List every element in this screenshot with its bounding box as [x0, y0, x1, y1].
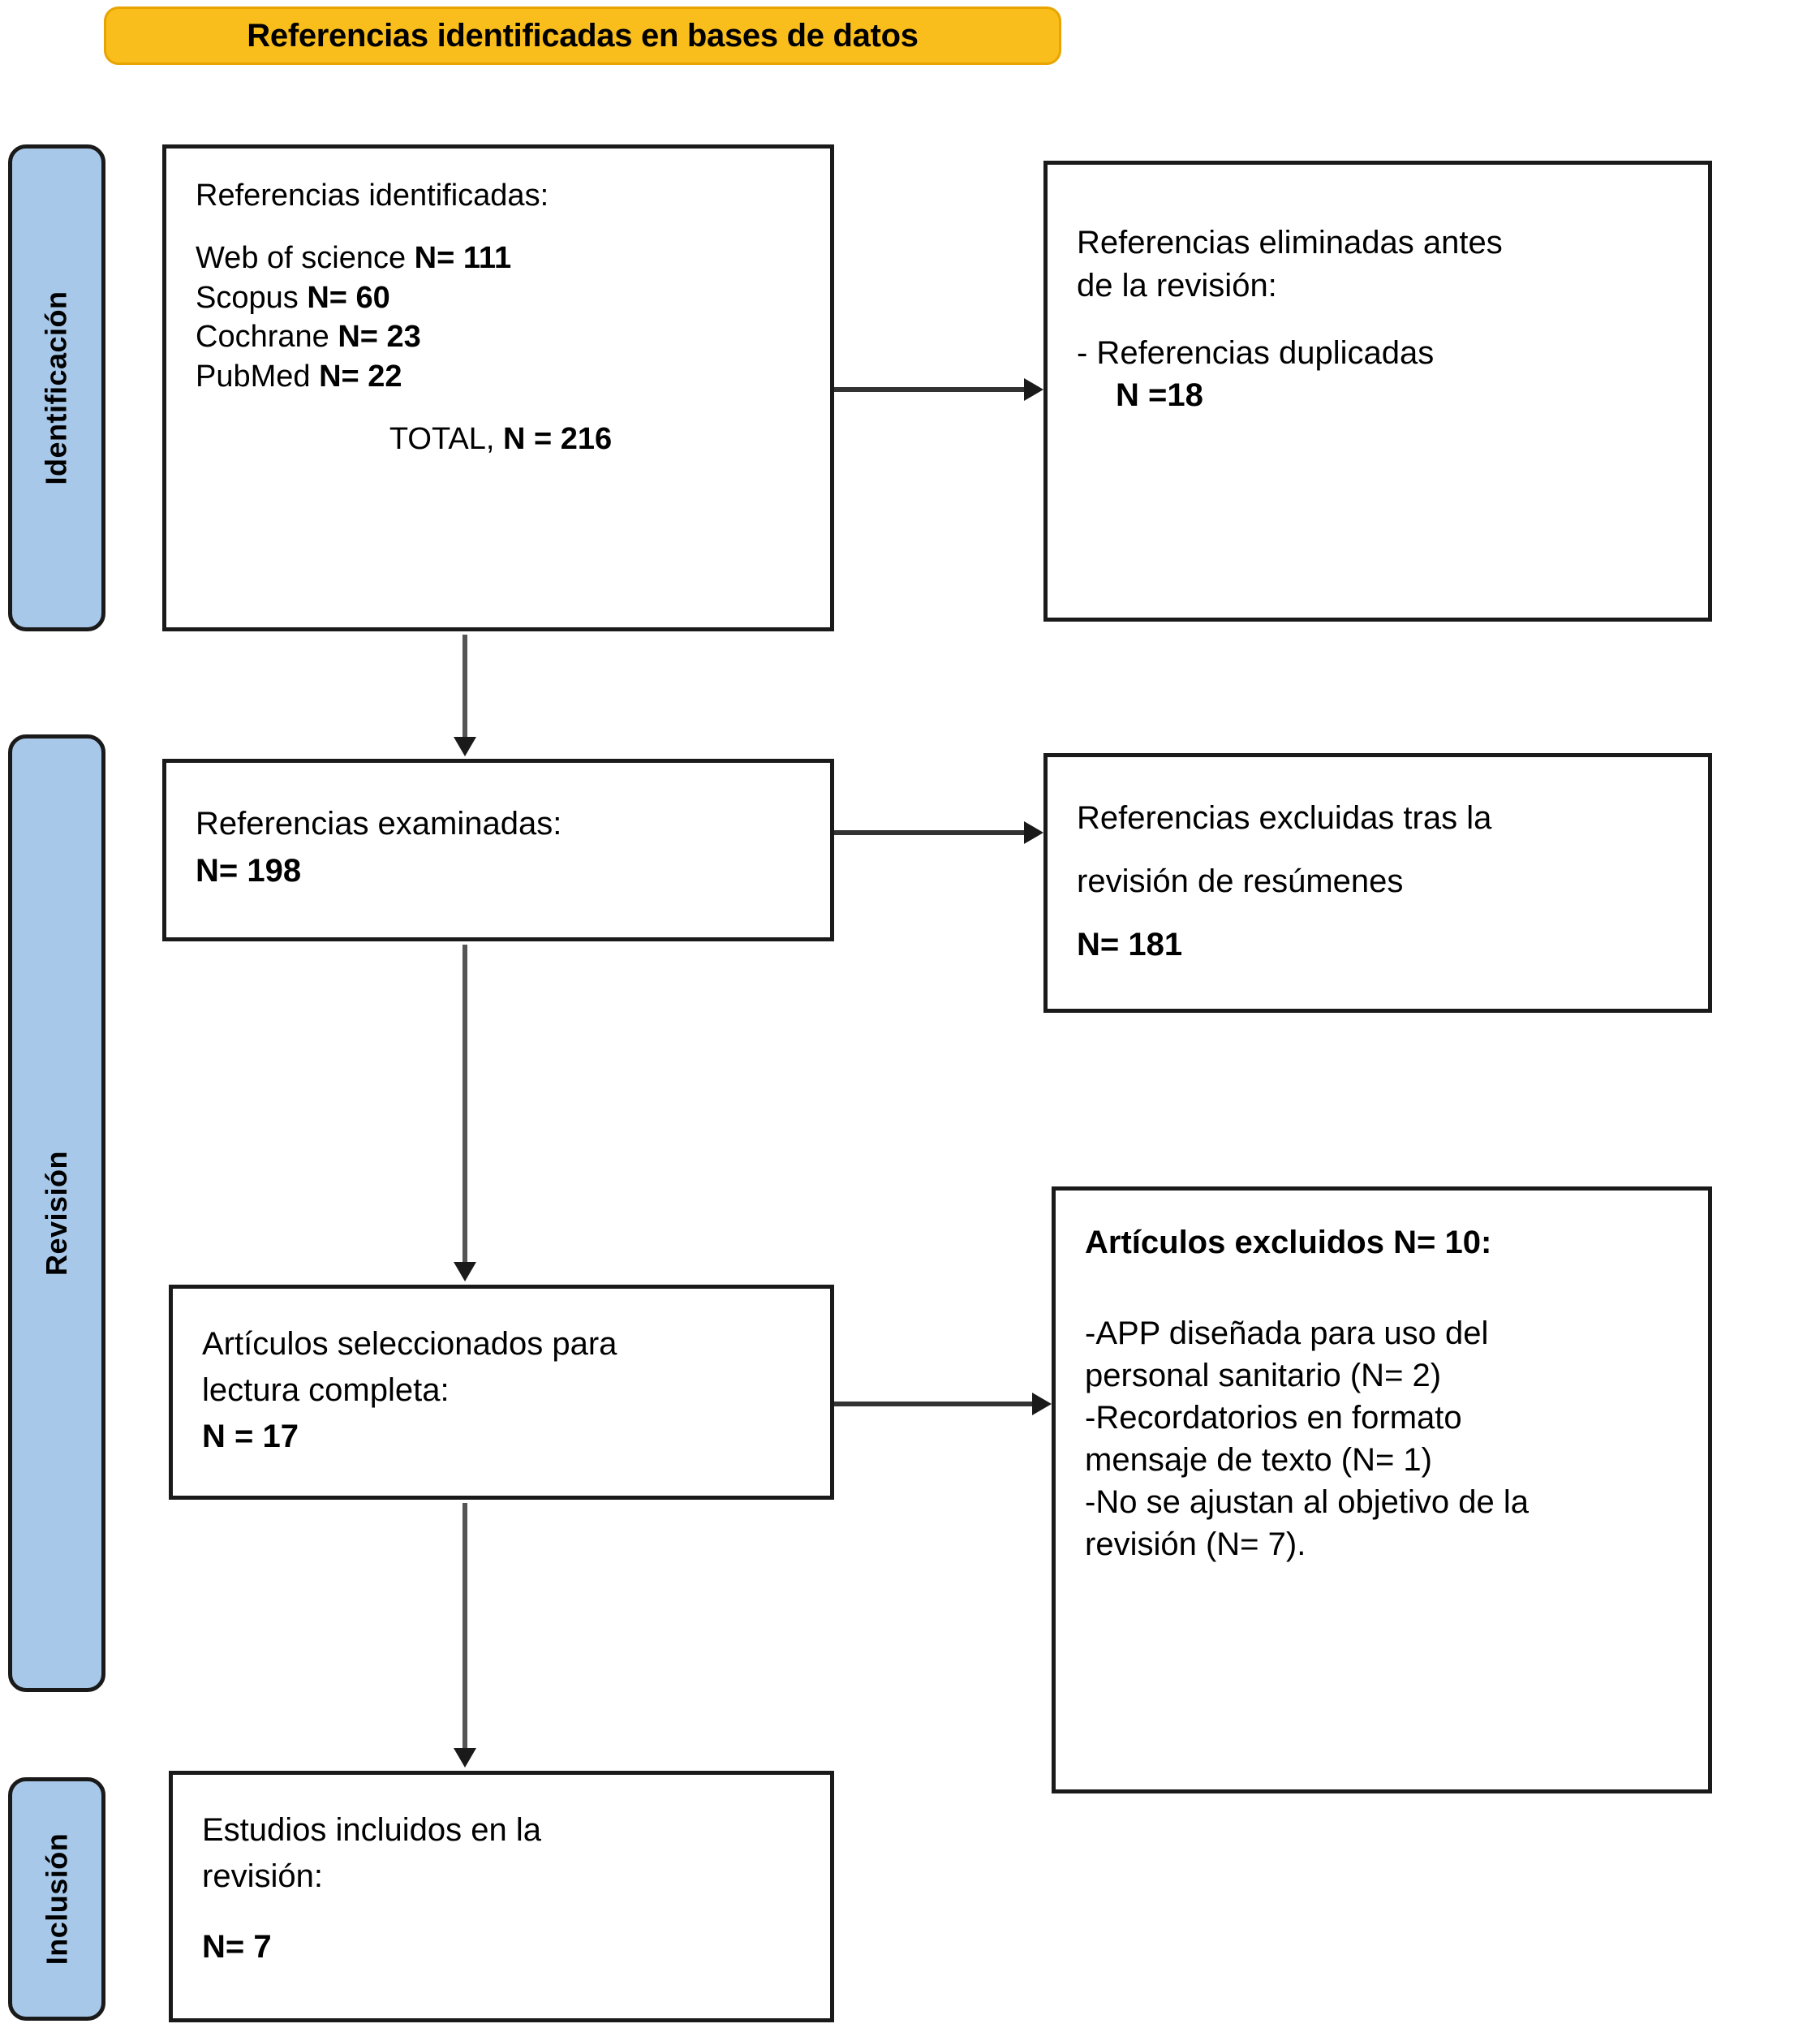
arrow-shaft [834, 1402, 1035, 1406]
source-name-cochrane: Cochrane [196, 320, 329, 355]
removed-reason: - Referencias duplicadas [1077, 334, 1435, 371]
arrow-shaft [463, 945, 467, 1265]
box-references-identified: Referencias identificadas: Web of scienc… [162, 144, 834, 631]
arrow-shaft [463, 1503, 467, 1751]
excluded-art-heading: Artículos excluidos N= 10: [1085, 1225, 1492, 1260]
box-references-excluded-after-abstract: Referencias excluidas tras la revisión d… [1043, 753, 1712, 1013]
screened-n: N= 198 [196, 853, 302, 889]
header-banner [104, 6, 1061, 65]
phase-tab-inclusion: Inclusión [8, 1777, 105, 2021]
phase-label-inclusion: Inclusión [40, 1832, 74, 1966]
identified-source-row: Scopus N= 60 [196, 278, 806, 318]
removed-line-1: Referencias eliminadas antes [1077, 225, 1503, 261]
phase-tab-revision: Revisión [8, 734, 105, 1692]
source-name-scopus: Scopus [196, 280, 299, 315]
box-articles-selected-fulltext: Artículos seleccionados para lectura com… [169, 1285, 834, 1500]
excluded-art-reason-line: personal sanitario (N= 2) [1085, 1358, 1442, 1393]
box-studies-included: Estudios incluidos en la revisión: N= 7 [169, 1771, 834, 2022]
excluded-art-reason-line: -No se ajustan al objetivo de la [1085, 1484, 1529, 1520]
source-n-scopus: N= 60 [307, 280, 390, 315]
excluded-art-reason-line: revisión (N= 7). [1085, 1526, 1306, 1562]
source-n-cochrane: N= 23 [338, 320, 421, 355]
included-line-1: Estudios incluidos en la [202, 1812, 542, 1848]
arrow-head-icon [454, 737, 476, 756]
arrow-head-icon [454, 1262, 476, 1281]
source-name-web-of-science: Web of science [196, 241, 407, 276]
included-n: N= 7 [202, 1928, 272, 1965]
identified-source-row: PubMed N= 22 [196, 357, 806, 397]
arrow-shaft [834, 387, 1027, 392]
removed-line-2: de la revisión: [1077, 267, 1277, 304]
phase-label-identificacion: Identificación [40, 291, 73, 485]
arrow-head-icon [1024, 821, 1043, 844]
phase-tab-identificacion: Identificación [8, 144, 105, 631]
arrow-head-icon [1032, 1393, 1052, 1415]
identified-total-prefix: TOTAL, [389, 422, 495, 457]
phase-label-revision: Revisión [40, 1150, 74, 1277]
excluded-abs-line-2: revisión de resúmenes [1077, 863, 1404, 899]
fulltext-line-1: Artículos seleccionados para [202, 1326, 617, 1362]
source-n-pubmed: N= 22 [319, 360, 402, 394]
arrow-shaft [834, 830, 1027, 835]
excluded-art-reason-line: mensaje de texto (N= 1) [1085, 1442, 1432, 1478]
identified-heading: Referencias identificadas: [196, 179, 549, 213]
arrow-shaft [463, 635, 467, 740]
arrow-head-icon [1024, 378, 1043, 401]
arrow-screened-to-fulltext [449, 945, 481, 1281]
removed-reason-n: N =18 [1116, 377, 1203, 414]
box-references-screened: Referencias examinadas: N= 198 [162, 759, 834, 941]
identified-source-row: Web of science N= 111 [196, 239, 806, 278]
included-line-2: revisión: [202, 1858, 323, 1894]
arrow-fulltext-to-included [449, 1503, 481, 1768]
source-n-web-of-science: N= 111 [414, 241, 512, 276]
arrow-screened-to-excluded-abstract [834, 816, 1043, 849]
box-references-removed-before-screening: Referencias eliminadas antes de la revis… [1043, 161, 1712, 622]
screened-heading: Referencias examinadas: [196, 806, 562, 842]
page-title: Referencias identificadas en bases de da… [247, 17, 919, 54]
excluded-abs-line-1: Referencias excluidas tras la [1077, 800, 1492, 836]
arrow-head-icon [454, 1748, 476, 1768]
excluded-art-reason-line: -Recordatorios en formato [1085, 1400, 1462, 1436]
identified-source-row: Cochrane N= 23 [196, 317, 806, 357]
identified-total-row: TOTAL, N = 216 [196, 420, 806, 459]
source-name-pubmed: PubMed [196, 360, 311, 394]
fulltext-n: N = 17 [202, 1418, 299, 1454]
arrow-fulltext-to-excluded-articles [834, 1388, 1052, 1420]
arrow-identified-to-screened [449, 635, 481, 756]
excluded-abs-n: N= 181 [1077, 927, 1183, 962]
fulltext-line-2: lectura completa: [202, 1371, 450, 1408]
arrow-identified-to-removed [834, 373, 1043, 406]
box-articles-excluded: Artículos excluidos N= 10: -APP diseñada… [1052, 1186, 1712, 1793]
identified-total-value: N = 216 [502, 422, 613, 457]
excluded-art-reason-line: -APP diseñada para uso del [1085, 1315, 1489, 1351]
